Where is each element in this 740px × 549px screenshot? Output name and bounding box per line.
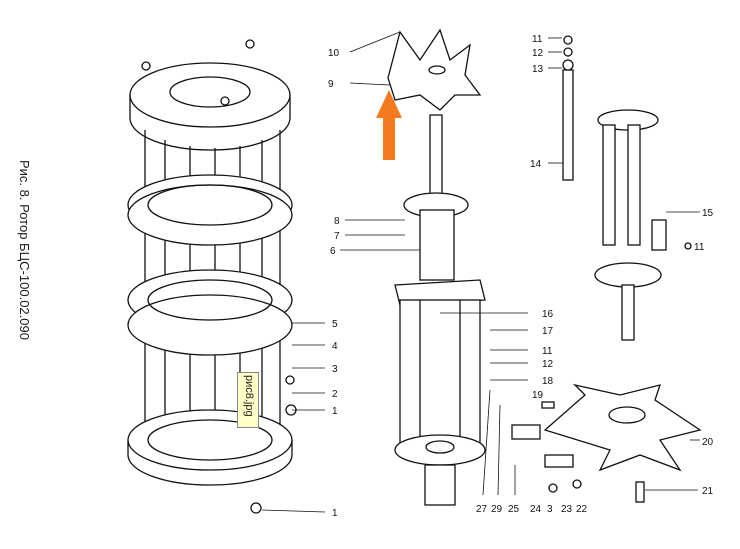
file-name-tooltip: рис8.jpg (237, 372, 259, 428)
leader-lines (261, 31, 700, 513)
callout-5: 5 (332, 319, 338, 330)
callout-1: 1 (332, 508, 338, 519)
callout-11: 11 (532, 34, 543, 45)
callout-8: 8 (334, 216, 340, 227)
callout-22: 22 (576, 504, 588, 515)
right-assembly (511, 35, 702, 503)
orange-arrow (376, 90, 402, 160)
callout-12: 12 (532, 48, 544, 59)
callout-16: 16 (542, 309, 554, 320)
rotor-cage (127, 39, 297, 514)
callout-14: 14 (530, 159, 542, 170)
callout-4: 4 (332, 341, 338, 352)
callout-24: 24 (530, 504, 542, 515)
callout-11: 11 (542, 346, 553, 357)
callout-3: 3 (332, 364, 338, 375)
callout-2: 2 (332, 389, 338, 400)
callout-19: 19 (532, 390, 544, 401)
callout-6: 6 (330, 246, 336, 257)
callout-10: 10 (328, 48, 340, 59)
callout-11: 11 (694, 242, 705, 253)
callout-15: 15 (702, 208, 714, 219)
callout-25: 25 (508, 504, 520, 515)
callout-9: 9 (328, 79, 334, 90)
callout-17: 17 (542, 326, 554, 337)
file-name-label: рис8.jpg (243, 375, 255, 417)
callout-20: 20 (702, 437, 714, 448)
callout-13: 13 (532, 64, 544, 75)
callout-18: 18 (542, 376, 554, 387)
shaft-assembly (387, 28, 486, 506)
callout-29: 29 (491, 504, 503, 515)
callout-7: 7 (334, 231, 340, 242)
callout-23: 23 (561, 504, 573, 515)
callout-1: 1 (332, 406, 338, 417)
callout-21: 21 (702, 486, 714, 497)
callout-27: 27 (476, 504, 488, 515)
callout-3: 3 (547, 504, 553, 515)
callout-labels: 10 9 8 7 6 5 4 3 2 1 1 11 12 13 14 15 11… (328, 34, 714, 519)
callout-12: 12 (542, 359, 554, 370)
